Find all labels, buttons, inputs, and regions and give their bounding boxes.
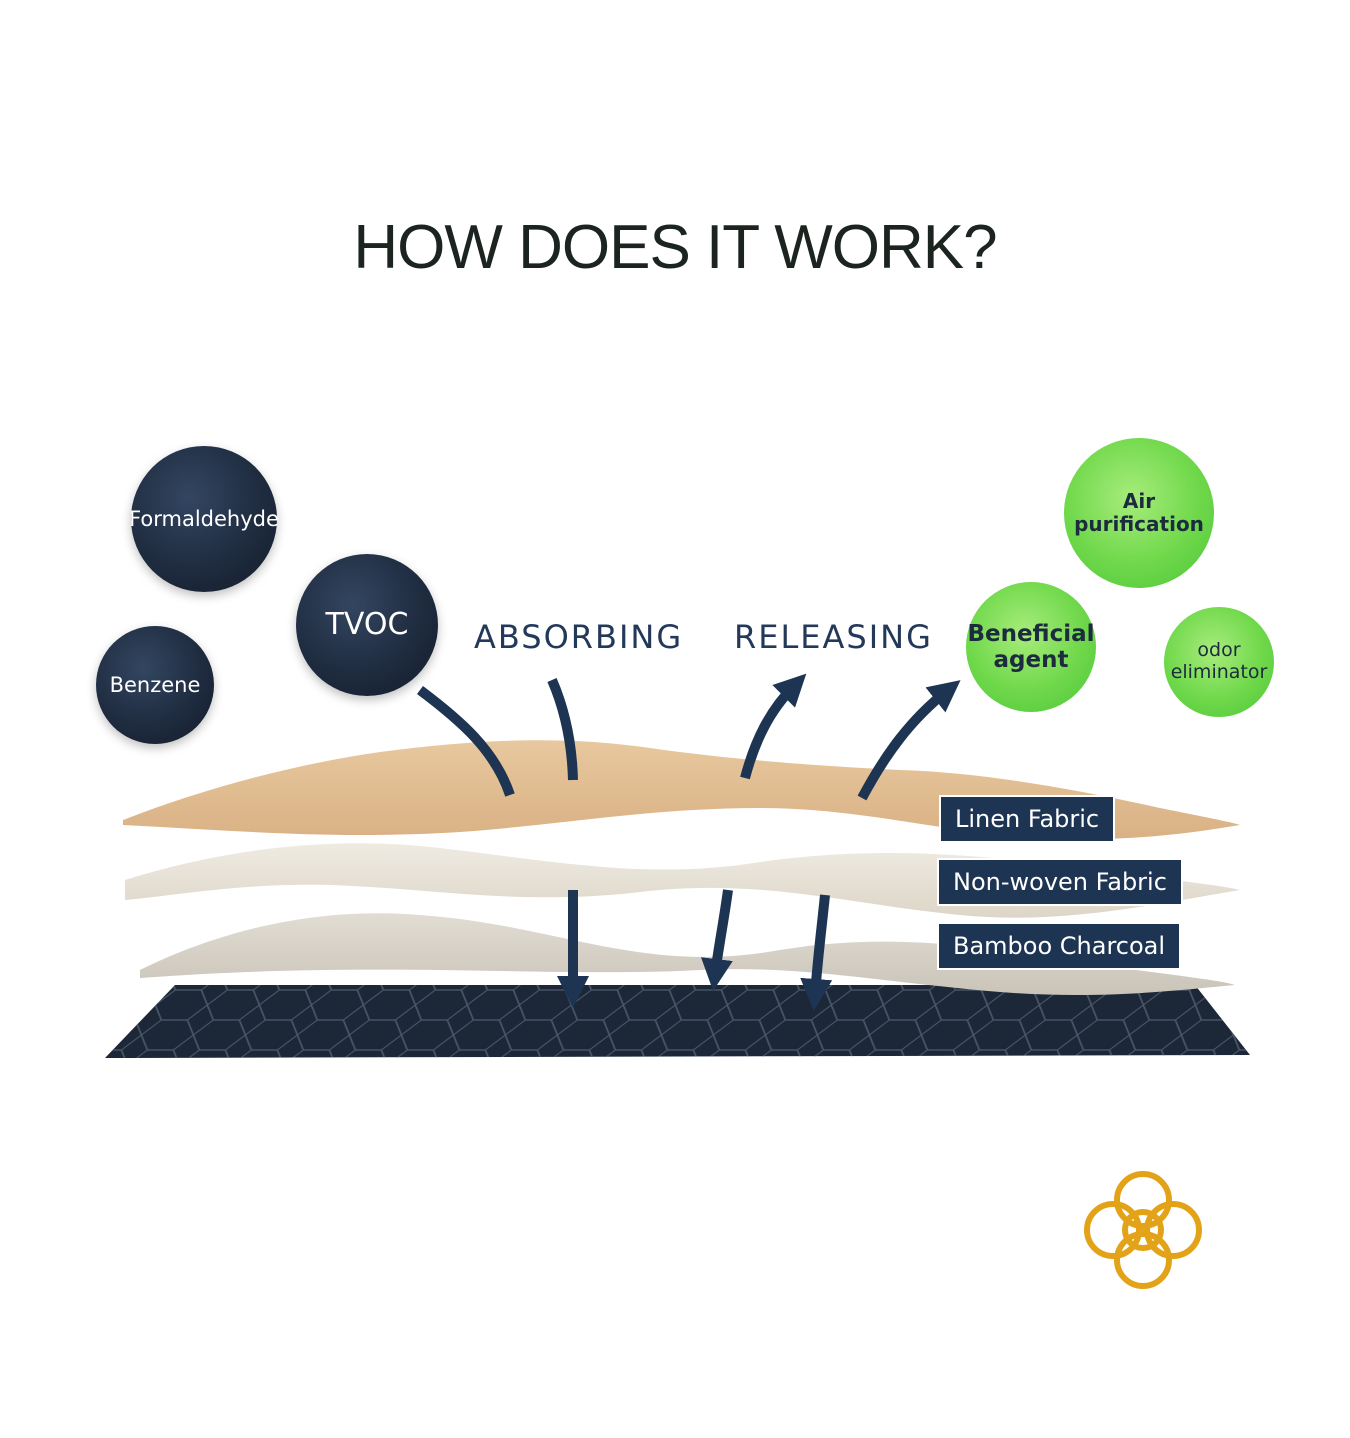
- brand-logo: N: [1084, 1171, 1202, 1289]
- pollutant-formaldehyde: Formaldehyde: [129, 446, 279, 592]
- layer-label-linen: Linen Fabric: [941, 797, 1114, 841]
- pollutant-label: TVOC: [325, 606, 409, 642]
- layer-label-bamboo-charcoal: Bamboo Charcoal: [939, 924, 1180, 968]
- pollutant-benzene: Benzene: [96, 626, 214, 744]
- releasing-arrow-2: [857, 680, 961, 801]
- absorbing-label: ABSORBING: [474, 618, 684, 656]
- releasing-label: RELEASING: [734, 618, 933, 656]
- layer-label-non-woven: Non-woven Fabric: [939, 860, 1181, 904]
- benefit-air-purification: Air purification: [1064, 438, 1214, 588]
- pollutant-tvoc: TVOC: [296, 554, 438, 696]
- pollutant-label: Formaldehyde: [129, 506, 279, 531]
- absorbing-arrow-2: [547, 678, 578, 781]
- absorbing-arrow-1: [416, 686, 515, 797]
- down-arrow-3: [800, 894, 833, 1011]
- charcoal-base-layer: [105, 985, 1250, 1058]
- svg-text:N: N: [1133, 1217, 1154, 1245]
- releasing-arrow-1: [740, 673, 807, 780]
- benefit-beneficial-agent: Beneficial agent: [966, 582, 1096, 712]
- down-arrow-2: [701, 889, 733, 991]
- pollutant-label: Benzene: [109, 672, 201, 697]
- benefit-label: Air purification: [1074, 489, 1204, 536]
- benefit-label: Beneficial agent: [967, 620, 1095, 673]
- benefit-odor-eliminator: odor eliminator: [1164, 607, 1274, 717]
- bamboo-charcoal-fabric-layer: [140, 913, 1235, 995]
- benefit-label: odor eliminator: [1170, 639, 1268, 683]
- page-title: HOW DOES IT WORK?: [353, 213, 997, 282]
